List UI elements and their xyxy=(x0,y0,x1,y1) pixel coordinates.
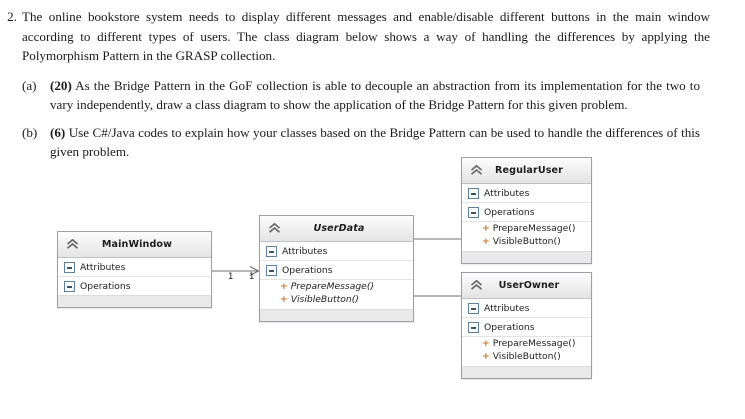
uml-operation: +VisibleButton() xyxy=(260,294,413,307)
uml-class-header[interactable]: UserData xyxy=(260,216,413,242)
uml-operation: +PrepareMessage() xyxy=(260,281,413,294)
section-label-attributes: Attributes xyxy=(484,302,530,314)
subquestion-list: (a) (20) As the Bridge Pattern in the Go… xyxy=(0,76,745,162)
expander-minus-icon[interactable] xyxy=(266,264,277,276)
uml-class-header[interactable]: RegularUser xyxy=(462,158,591,184)
expander-minus-icon[interactable] xyxy=(64,261,75,273)
subquestion-a: (a) (20) As the Bridge Pattern in the Go… xyxy=(22,76,745,115)
uml-operation: +PrepareMessage() xyxy=(462,223,591,236)
expander-minus-icon[interactable] xyxy=(468,321,479,333)
uml-class-footer xyxy=(58,295,211,307)
visibility-marker: + xyxy=(482,223,490,234)
association-mainwindow-userdata xyxy=(212,266,260,276)
uml-class-footer xyxy=(462,251,591,263)
uml-class-name: UserData xyxy=(313,223,365,234)
uml-class-footer xyxy=(260,309,413,321)
uml-operation-list: +PrepareMessage() +VisibleButton() xyxy=(462,222,591,251)
uml-operation-list: +PrepareMessage() +VisibleButton() xyxy=(462,337,591,366)
expander-minus-icon[interactable] xyxy=(468,302,479,314)
uml-class-regularuser[interactable]: RegularUser Attributes Operations +Prepa… xyxy=(461,157,592,264)
visibility-marker: + xyxy=(482,338,490,349)
uml-section-operations[interactable]: Operations xyxy=(58,277,211,295)
collapse-chevron-up-icon[interactable] xyxy=(465,165,487,176)
uml-section-attributes[interactable]: Attributes xyxy=(462,299,591,318)
subquestion-a-body: (20) As the Bridge Pattern in the GoF co… xyxy=(50,76,745,115)
subquestion-b-label: (b) xyxy=(22,124,38,140)
uml-section-attributes[interactable]: Attributes xyxy=(260,242,413,261)
subquestion-b-text: Use C#/Java codes to explain how your cl… xyxy=(50,124,700,160)
uml-section-attributes[interactable]: Attributes xyxy=(58,258,211,277)
visibility-marker: + xyxy=(482,235,490,247)
uml-section-operations[interactable]: Operations xyxy=(462,203,591,222)
collapse-chevron-up-icon[interactable] xyxy=(61,239,83,250)
visibility-marker: + xyxy=(280,293,288,305)
subquestion-a-marks: (20) xyxy=(50,77,72,93)
operation-signature: VisibleButton() xyxy=(290,293,359,305)
section-label-operations: Operations xyxy=(484,206,535,218)
operation-signature: VisibleButton() xyxy=(492,350,561,362)
uml-class-userowner[interactable]: UserOwner Attributes Operations +Prepare… xyxy=(461,272,592,379)
subquestion-a-text: As the Bridge Pattern in the GoF collect… xyxy=(50,77,700,113)
question-block: 2. The online bookstore system needs to … xyxy=(0,0,745,162)
subquestion-b: (b) (6) Use C#/Java codes to explain how… xyxy=(22,123,745,162)
operation-signature: PrepareMessage() xyxy=(290,281,375,292)
uml-class-mainwindow[interactable]: MainWindow Attributes Operations xyxy=(57,231,212,308)
question-main-row: 2. The online bookstore system needs to … xyxy=(0,0,745,66)
uml-class-header[interactable]: MainWindow xyxy=(58,232,211,258)
uml-class-userdata[interactable]: UserData Attributes Operations +PrepareM… xyxy=(259,215,414,322)
uml-section-attributes[interactable]: Attributes xyxy=(462,184,591,203)
expander-minus-icon[interactable] xyxy=(468,187,479,199)
question-text: The online bookstore system needs to dis… xyxy=(22,9,710,63)
section-label-attributes: Attributes xyxy=(80,261,126,273)
multiplicity-source: 1 xyxy=(228,272,234,282)
visibility-marker: + xyxy=(482,350,490,362)
operation-signature: PrepareMessage() xyxy=(492,223,576,234)
operation-signature: PrepareMessage() xyxy=(492,338,576,349)
section-label-operations: Operations xyxy=(282,264,333,276)
section-label-operations: Operations xyxy=(80,280,131,292)
uml-class-name: UserOwner xyxy=(498,280,560,291)
section-label-attributes: Attributes xyxy=(282,245,328,257)
subquestion-a-label: (a) xyxy=(22,77,37,93)
subquestion-b-marks: (6) xyxy=(50,124,66,140)
expander-minus-icon[interactable] xyxy=(468,206,479,218)
visibility-marker: + xyxy=(280,281,288,292)
collapse-chevron-up-icon[interactable] xyxy=(465,280,487,291)
expander-minus-icon[interactable] xyxy=(64,280,75,292)
multiplicity-target: 1 xyxy=(249,272,255,282)
uml-class-header[interactable]: UserOwner xyxy=(462,273,591,299)
collapse-chevron-up-icon[interactable] xyxy=(263,223,285,234)
subquestion-b-body: (6) Use C#/Java codes to explain how you… xyxy=(50,123,745,162)
uml-class-name: MainWindow xyxy=(101,239,173,250)
uml-section-operations[interactable]: Operations xyxy=(462,318,591,337)
section-label-attributes: Attributes xyxy=(484,187,530,199)
uml-operation: +VisibleButton() xyxy=(462,351,591,364)
question-number: 2. xyxy=(7,9,17,24)
uml-operation-list: +PrepareMessage() +VisibleButton() xyxy=(260,280,413,309)
uml-section-operations[interactable]: Operations xyxy=(260,261,413,280)
operation-signature: VisibleButton() xyxy=(492,235,561,247)
expander-minus-icon[interactable] xyxy=(266,245,277,257)
uml-class-footer xyxy=(462,366,591,378)
uml-operation: +PrepareMessage() xyxy=(462,338,591,351)
uml-operation: +VisibleButton() xyxy=(462,236,591,249)
section-label-operations: Operations xyxy=(484,321,535,333)
uml-class-name: RegularUser xyxy=(495,165,563,176)
